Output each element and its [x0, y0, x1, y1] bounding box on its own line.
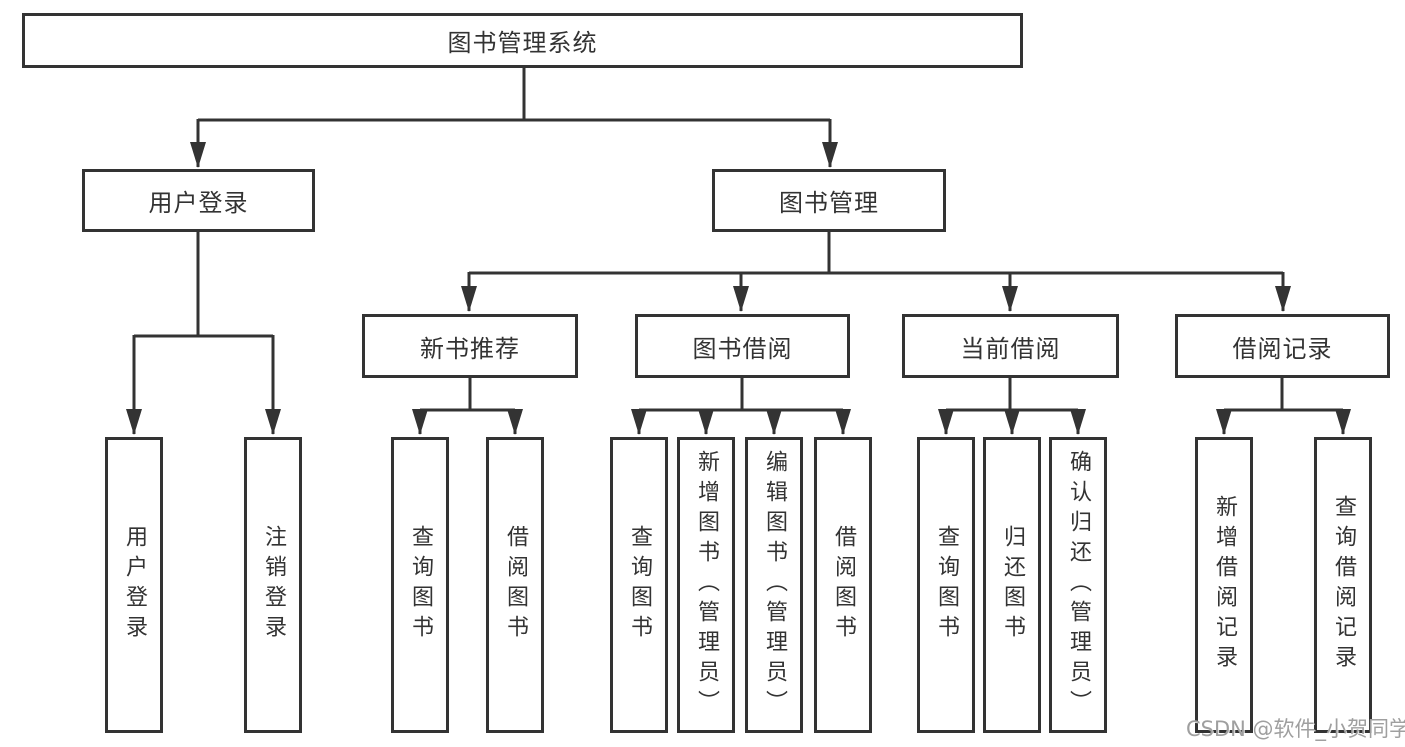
node-borrow-records: 借阅记录 — [1175, 314, 1390, 378]
leaf-label: 查询图书 — [627, 525, 652, 645]
csdn-watermark: CSDN @软件_小贺同学 — [1186, 717, 1405, 741]
node-book-borrow: 图书借阅 — [635, 314, 850, 378]
leaf-label: 查询图书 — [934, 525, 959, 645]
leaf-label: 归还图书 — [1000, 525, 1025, 645]
node-user-login-branch: 用户登录 — [82, 169, 315, 232]
node-book-management-branch: 图书管理 — [712, 169, 946, 232]
node-label: 借阅记录 — [1232, 334, 1333, 363]
leaf-label: 确认归还（管理员） — [1066, 450, 1091, 720]
leaf-label: 借阅图书 — [503, 525, 528, 645]
leaf-label: 借阅图书 — [831, 525, 856, 645]
node-root-label: 图书管理系统 — [447, 29, 598, 57]
leaf-label: 编辑图书（管理员） — [762, 450, 787, 720]
node-label: 用户登录 — [148, 189, 249, 217]
leaf-add-borrow-record: 新增借阅记录 — [1195, 437, 1253, 733]
node-new-book-recommend: 新书推荐 — [362, 314, 578, 378]
leaf-query-books-borrow: 查询图书 — [610, 437, 668, 733]
leaf-borrow-books-recommend: 借阅图书 — [486, 437, 544, 733]
leaf-query-borrow-record: 查询借阅记录 — [1314, 437, 1372, 733]
leaf-query-books-current: 查询图书 — [917, 437, 975, 733]
node-label: 新书推荐 — [420, 334, 520, 363]
node-label: 当前借阅 — [960, 334, 1061, 363]
leaf-add-books-admin: 新增图书（管理员） — [677, 437, 735, 733]
node-label: 图书借阅 — [692, 334, 793, 363]
leaf-return-books: 归还图书 — [983, 437, 1041, 733]
leaf-label: 查询借阅记录 — [1331, 495, 1356, 675]
node-current-borrow: 当前借阅 — [902, 314, 1119, 378]
leaf-confirm-return-admin: 确认归还（管理员） — [1049, 437, 1107, 733]
leaf-label: 新增借阅记录 — [1212, 495, 1237, 675]
leaf-query-books-recommend: 查询图书 — [391, 437, 449, 733]
node-label: 图书管理 — [779, 189, 879, 217]
leaf-label: 注销登录 — [261, 525, 286, 645]
node-root-system: 图书管理系统 — [22, 13, 1023, 68]
leaf-user-login: 用户登录 — [105, 437, 163, 733]
leaf-label: 新增图书（管理员） — [694, 450, 719, 720]
leaf-borrow-books: 借阅图书 — [814, 437, 872, 733]
leaf-edit-books-admin: 编辑图书（管理员） — [745, 437, 803, 733]
leaf-label: 用户登录 — [122, 525, 147, 645]
leaf-label: 查询图书 — [408, 525, 433, 645]
leaf-logout: 注销登录 — [244, 437, 302, 733]
